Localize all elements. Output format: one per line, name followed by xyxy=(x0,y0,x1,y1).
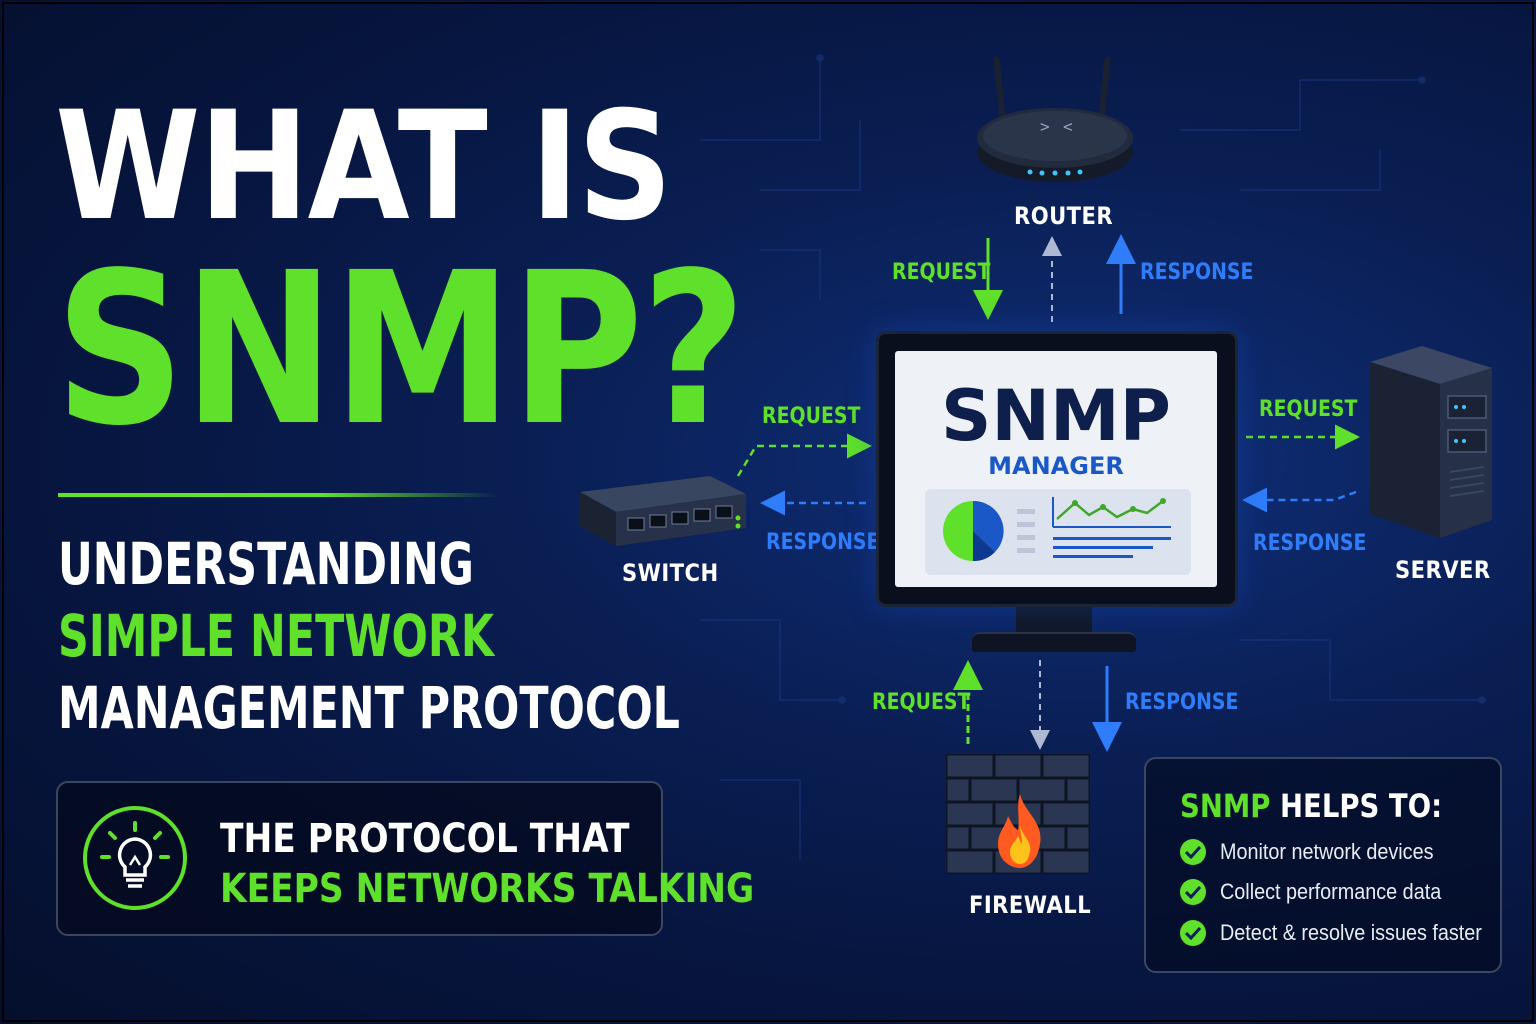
tagline-line-2: KEEPS NETWORKS TALKING xyxy=(220,866,755,912)
helps-item: Monitor network devices xyxy=(1180,839,1457,865)
tagline-line-1: THE PROTOCOL THAT xyxy=(220,816,630,862)
check-icon xyxy=(1180,879,1206,905)
router-label: ROUTER xyxy=(1014,202,1114,230)
lightbulb-icon xyxy=(83,806,187,910)
check-icon xyxy=(1180,839,1206,865)
title-line-1: WHAT IS xyxy=(55,80,673,254)
snmp-helps-box: SNMP HELPS TO: Monitor network devices C… xyxy=(1144,757,1502,973)
switch-response-label: RESPONSE xyxy=(766,530,880,555)
server-icon xyxy=(1370,346,1492,538)
manager-title: SNMP xyxy=(941,375,1171,457)
helps-item-text: Collect performance data xyxy=(1220,879,1442,904)
server-request-label: REQUEST xyxy=(1259,397,1358,422)
server-response-label: RESPONSE xyxy=(1253,531,1367,556)
check-icon xyxy=(1180,920,1206,946)
firewall-request-label: REQUEST xyxy=(872,690,971,715)
title-line-2: SNMP? xyxy=(55,227,746,472)
switch-request-label: REQUEST xyxy=(762,404,861,429)
subtitle-line-3: MANAGEMENT PROTOCOL xyxy=(58,674,680,742)
helps-item-text: Monitor network devices xyxy=(1220,839,1434,864)
helps-title-accent: SNMP xyxy=(1180,787,1271,825)
subtitle-line-2: SIMPLE NETWORK xyxy=(58,602,494,670)
helps-item: Collect performance data xyxy=(1180,879,1466,905)
svg-text:<: < xyxy=(1063,117,1073,136)
tagline-box: THE PROTOCOL THAT KEEPS NETWORKS TALKING xyxy=(56,781,754,936)
helps-item-text: Detect & resolve issues faster xyxy=(1220,920,1482,945)
monitor-base xyxy=(972,632,1136,652)
helps-title: SNMP HELPS TO: xyxy=(1180,787,1442,825)
dashboard-graphics xyxy=(943,497,1171,562)
flame-icon xyxy=(998,794,1041,868)
monitor-screen: SNMP MANAGER xyxy=(895,351,1217,587)
server-label: SERVER xyxy=(1395,556,1491,584)
switch-label: SWITCH xyxy=(622,559,719,587)
title-divider xyxy=(58,493,498,497)
manager-subtitle: MANAGER xyxy=(988,452,1124,480)
dashboard-panel xyxy=(925,489,1191,575)
snmp-manager-monitor: SNMP MANAGER xyxy=(876,331,1238,607)
router-icon: > < xyxy=(977,56,1133,182)
helps-title-rest: HELPS TO: xyxy=(1270,787,1443,825)
firewall-response-label: RESPONSE xyxy=(1125,690,1239,715)
svg-text:>: > xyxy=(1040,117,1050,136)
switch-icon xyxy=(580,476,746,546)
helps-item: Detect & resolve issues faster xyxy=(1180,920,1511,946)
firewall-label: FIREWALL xyxy=(969,891,1092,919)
router-response-label: RESPONSE xyxy=(1140,260,1254,285)
subtitle-line-1: UNDERSTANDING xyxy=(58,530,474,598)
router-request-label: REQUEST xyxy=(892,260,991,285)
